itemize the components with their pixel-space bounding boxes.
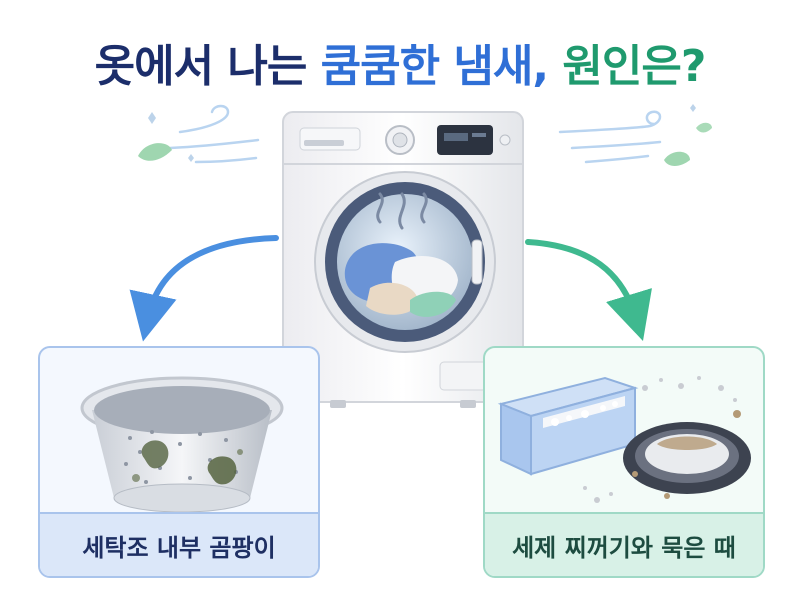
detergent-residue-icon [497,376,751,503]
wind-right-icon [558,110,662,164]
leaf-left-icon [138,112,194,162]
leaf-right-icon [664,104,712,166]
headline-part-1: 옷에서 나는 [94,41,321,92]
cause-label-mold: 세탁조 내부 곰팡이 [40,512,318,576]
arrow-left-icon [129,235,279,342]
cause-card-detergent: 세제 찌꺼기와 묵은 때 [483,346,765,578]
drum-mold-icon [80,376,284,513]
headline: 옷에서 나는 쿰쿰한 냄새, 원인은? [0,30,800,94]
arrow-right-icon [525,239,652,341]
cause-label-detergent: 세제 찌꺼기와 묵은 때 [485,512,763,576]
wind-left-icon [168,104,260,164]
headline-part-3: 원인은? [562,41,706,92]
cause-card-mold: 세탁조 내부 곰팡이 [38,346,320,578]
washing-machine-icon [282,111,524,408]
headline-part-2: 쿰쿰한 냄새, [320,41,563,92]
